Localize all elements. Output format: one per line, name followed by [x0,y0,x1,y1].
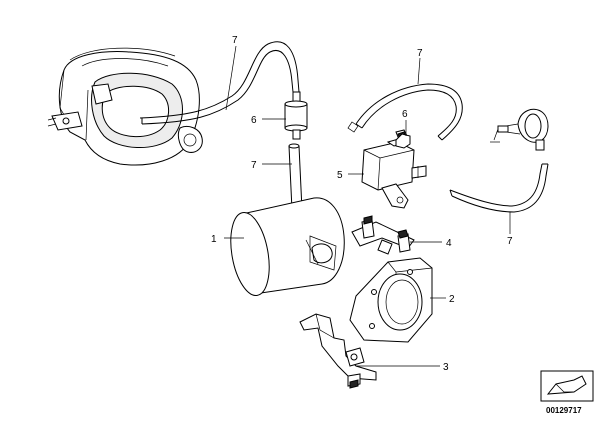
callout-number: 7 [507,236,513,247]
solenoid-valve [361,129,427,209]
carbon-canister [230,197,345,296]
holder-clip [351,215,415,255]
leader-lines [224,45,511,367]
callout-labels: 1 2 3 4 5 6 6 7 7 7 7 [211,35,513,373]
hose-right [449,163,549,213]
callout-number: 6 [251,115,257,126]
callout-number: 6 [402,109,408,120]
callout-number: 2 [449,294,455,305]
mounting-bracket [349,257,433,343]
callout-number: 7 [417,48,423,59]
callout-number: 7 [232,35,238,46]
support-bracket [299,313,377,389]
vacuum-unit [490,108,549,151]
callout-number: 5 [337,170,343,181]
filter-top [284,91,308,140]
filter-right [395,133,411,149]
callout-number: 4 [446,238,452,249]
callout-number: 1 [211,234,217,245]
exploded-view-icon [540,370,594,402]
hose-top-right [347,83,463,141]
callout-number: 7 [251,160,257,171]
callout-number: 3 [443,362,449,373]
intake-housing [47,47,203,166]
diagram-id: 00129717 [546,406,582,415]
